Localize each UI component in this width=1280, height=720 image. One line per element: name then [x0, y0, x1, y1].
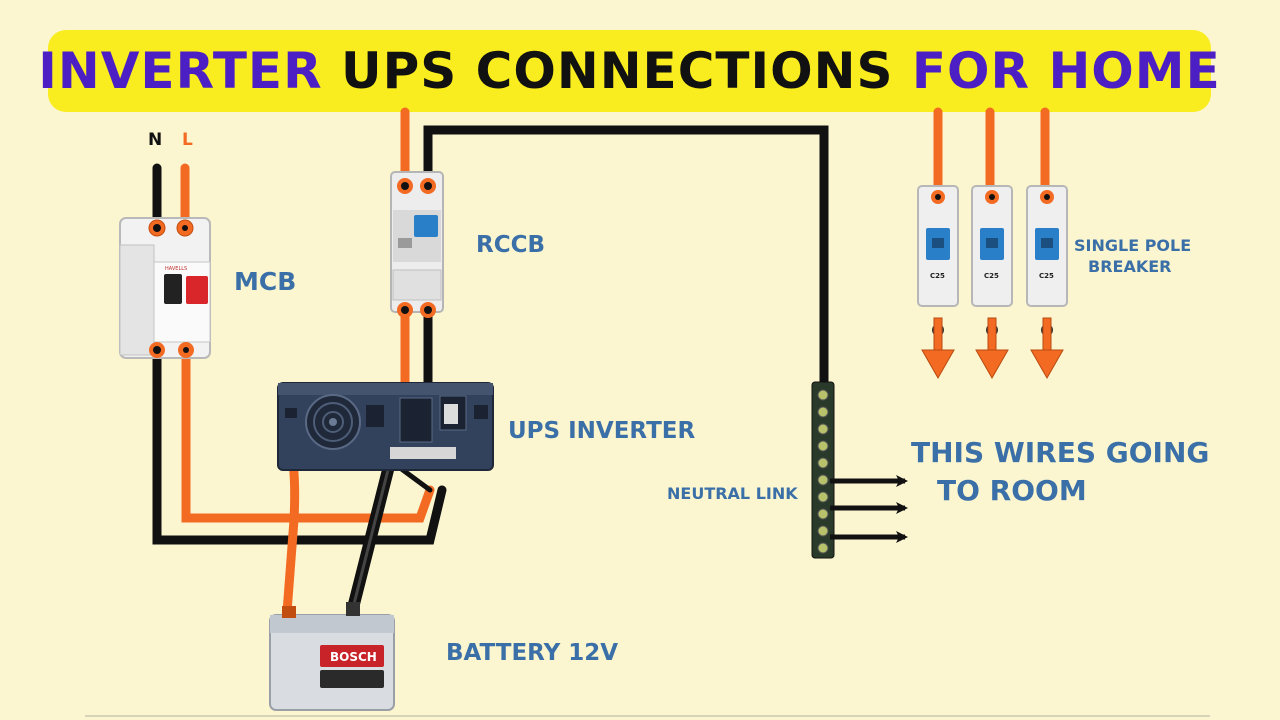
- single-pole-label-line1: SINGLE POLE: [1074, 236, 1192, 255]
- neutral-output-arrows: [830, 475, 908, 543]
- mcb-label: MCB: [234, 267, 297, 296]
- rccb-device: [390, 171, 444, 318]
- neutral-link-bar: [811, 381, 908, 559]
- bottom-divider: [85, 715, 1210, 717]
- mcb-brand: HAVELLS: [165, 266, 187, 272]
- title-part-inverter: INVERTER: [38, 42, 323, 100]
- rccb-label: RCCB: [476, 232, 545, 258]
- breaker-output-arrows: [921, 317, 1064, 380]
- wires: [152, 107, 1050, 617]
- single-pole-breaker-2: C25: [971, 185, 1013, 336]
- single-pole-breaker-3: C25: [1026, 185, 1068, 336]
- mcb-toggle: [186, 276, 208, 304]
- title-part-for-home: FOR HOME: [911, 42, 1221, 100]
- single-pole-breaker-1: C25: [917, 185, 959, 336]
- single-pole-label-line2: BREAKER: [1088, 257, 1172, 276]
- wire-rccb-neutral-to-link: [423, 125, 829, 390]
- title-banner: INVERTER UPS CONNECTIONS FOR HOME: [38, 30, 1220, 112]
- breaker-3-rating: C25: [1039, 272, 1054, 280]
- breaker-1-rating: C25: [930, 272, 945, 280]
- wire-battery-positive: [282, 450, 300, 617]
- single-pole-breakers: C25 C25 C25: [917, 185, 1068, 380]
- battery-brand: BOSCH: [330, 650, 377, 664]
- mcb-device: HAVELLS: [119, 217, 211, 359]
- breaker-2-rating: C25: [984, 272, 999, 280]
- battery-device: BOSCH: [269, 602, 395, 711]
- page-title: INVERTER UPS CONNECTIONS FOR HOME: [38, 42, 1220, 100]
- wire-mcb-live-to-ups: [181, 347, 435, 523]
- room-note-line1: THIS WIRES GOING: [911, 436, 1210, 469]
- room-note-line2: TO ROOM: [937, 474, 1087, 507]
- ups-inverter-device: [277, 382, 494, 471]
- title-part-ups-connections: UPS CONNECTIONS: [322, 42, 912, 100]
- neutral-wire-label: N: [148, 130, 163, 150]
- live-wire-label: L: [182, 130, 193, 150]
- ups-inverter-label: UPS INVERTER: [508, 418, 696, 444]
- battery-label: BATTERY 12V: [446, 640, 619, 666]
- neutral-link-label: NEUTRAL LINK: [667, 484, 798, 503]
